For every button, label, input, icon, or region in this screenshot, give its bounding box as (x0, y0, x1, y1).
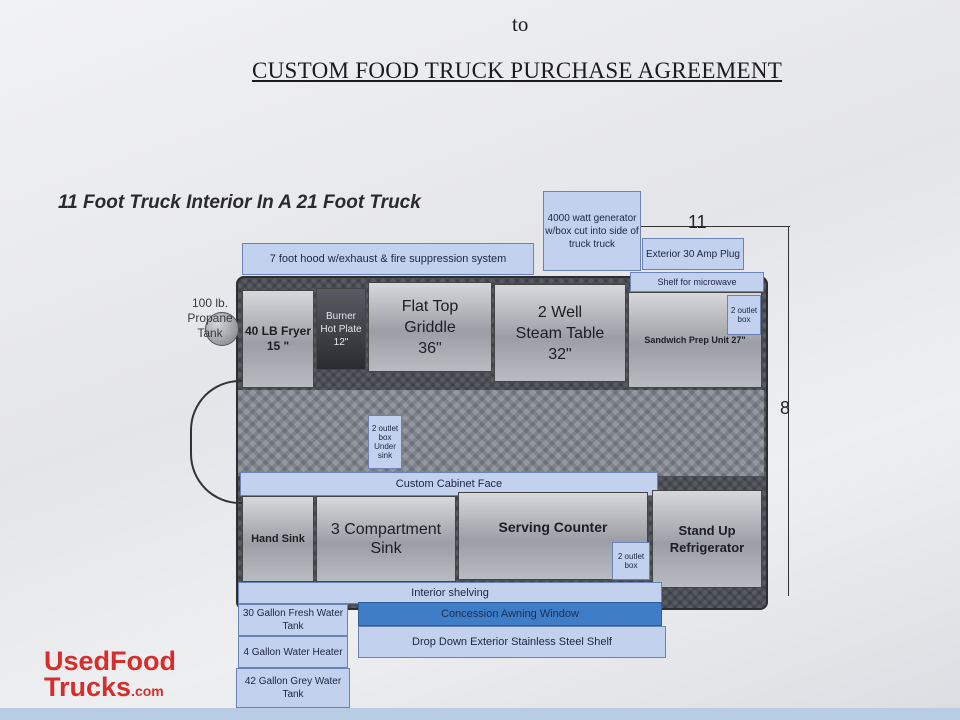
watermark-line1: UsedFood (44, 646, 176, 676)
hot-plate: Burner Hot Plate 12" (316, 288, 366, 370)
depth-dimension-line (788, 226, 789, 596)
griddle-label-line2: Griddle (404, 318, 456, 336)
form-footer-strip (0, 708, 960, 720)
refrigerator-label: Stand Up Refrigerator (669, 523, 745, 555)
water-heater-label: 4 Gallon Water Heater (238, 636, 348, 668)
outlet-box-right-label: 2 outlet box (727, 295, 761, 335)
griddle-label-line1: Flat Top (401, 297, 459, 315)
propane-label: 100 lb. Propane Tank (187, 296, 233, 340)
hand-sink: Hand Sink (242, 496, 314, 582)
awning-window-label: Concession Awning Window (358, 602, 662, 626)
fryer: 40 LB Fryer 15 " (242, 290, 314, 388)
propane-tank-icon (205, 312, 239, 346)
depth-dimension-label: 8 (780, 398, 791, 418)
agreement-title: CUSTOM FOOD TRUCK PURCHASE AGREEMENT (252, 58, 783, 83)
hand-sink-label: Hand Sink (251, 533, 305, 545)
fryer-label: 40 LB Fryer 15 " (244, 324, 312, 353)
steam-label-line2: Steam Table (515, 324, 605, 342)
compartment-sink-label: 3 Compartment Sink (330, 521, 442, 557)
compartment-sink: 3 Compartment Sink (316, 496, 456, 582)
watermark-logo: UsedFood Trucks.com (44, 648, 176, 705)
steam-label-line3: 32" (548, 345, 572, 363)
width-dimension-line (640, 226, 790, 227)
grey-water-label: 42 Gallon Grey Water Tank (236, 668, 350, 708)
prep-unit-label: Sandwich Prep Unit 27" (644, 335, 746, 345)
hot-plate-label: Burner Hot Plate 12" (320, 310, 362, 348)
amp-plug-label: Exterior 30 Amp Plug (642, 238, 744, 270)
microwave-shelf-label: Shelf for microwave (630, 272, 764, 292)
to-text: to (512, 12, 529, 36)
exterior-shelf-label: Drop Down Exterior Stainless Steel Shelf (358, 626, 666, 658)
fresh-water-label: 30 Gallon Fresh Water Tank (238, 604, 348, 636)
interior-shelving-label: Interior shelving (238, 582, 662, 604)
steam-table: 2 Well Steam Table 32" (494, 284, 626, 382)
width-dimension-label: 11 (688, 212, 707, 232)
hood-label: 7 foot hood w/exhaust & fire suppression… (242, 243, 534, 275)
outlet-box-sink-label: 2 outlet box Under sink (368, 415, 402, 469)
outlet-box-counter-label: 2 outlet box (612, 542, 650, 580)
diagram-heading: 11 Foot Truck Interior In A 21 Foot Truc… (58, 192, 421, 213)
griddle-label-line3: 36" (418, 339, 442, 357)
refrigerator: Stand Up Refrigerator (652, 490, 762, 588)
watermark-line3: .com (131, 683, 164, 699)
generator-label: 4000 watt generator w/box cut into side … (543, 191, 641, 271)
flat-top-griddle: Flat Top Griddle 36" (368, 282, 492, 372)
watermark-line2: Trucks (44, 672, 132, 702)
steam-label-line1: 2 Well (537, 303, 583, 321)
diamond-plate-floor (238, 390, 764, 476)
serving-counter-label: Serving Counter (498, 519, 608, 535)
